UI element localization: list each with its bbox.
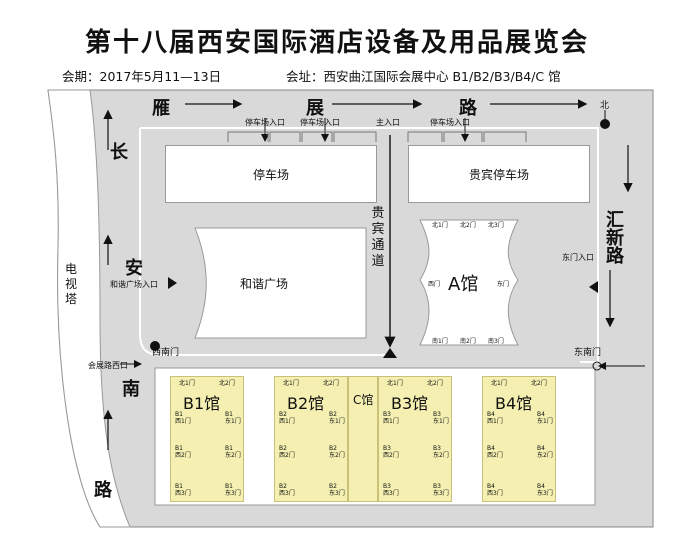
hall-door: 北2门 [427,380,443,387]
hall-a-door: 北1门 [432,222,448,229]
hall-door: B4 西3门 [487,483,503,497]
hall-b1: 北1门 北2门 B1馆 B1 西1门 B1 东1门 B1 西2门 B1 东2门 … [170,376,244,502]
vip-parking-lot: 贵宾停车场 [408,145,590,203]
hall-door: B2 西3门 [279,483,295,497]
hall-door: B1 西1门 [175,411,191,425]
hall-door: B2 西2门 [279,445,295,459]
north-label: 北 [600,101,610,111]
road-left-char-4: 路 [94,480,112,501]
hall-door: B3 西2门 [383,445,399,459]
hall-a-door: 东门 [497,281,510,288]
plaza-label: 和谐广场 [240,277,289,291]
hall-a-door: 北2门 [460,222,476,229]
vip-channel-char: 宾 [371,222,385,237]
hall-door: 北1门 [283,380,299,387]
exhibition-venue: 会址：西安曲江国际会展中心 B1/B2/B3/B4/C 馆 [286,69,561,84]
vip-channel-char: 贵 [371,206,385,221]
hall-door: B1 东3门 [225,483,241,497]
vip-channel-char: 通 [371,238,385,253]
hall-door: 北2门 [219,380,235,387]
hall-a-door: 西门 [428,281,441,288]
hall-door: B2 东1门 [329,411,345,425]
hall-b3: 北1门 北2门 B3馆 B3 西1门 B3 东1门 B3 西2门 B3 东2门 … [378,376,452,502]
tv-tower-char: 电 [64,262,77,276]
hall-door: B2 西1门 [279,411,295,425]
hall-a-door: 南3门 [488,338,504,345]
road-left-char-1: 长 [110,142,128,163]
road-right-char-3: 路 [606,246,624,267]
parking-lot: 停车场 [165,145,377,203]
hall-a-door: 南2门 [460,338,476,345]
parking-entrance-label: 停车场入口 [300,118,340,127]
hall-door: 北1门 [387,380,403,387]
hall-door: 北2门 [531,380,547,387]
road-top-char-3: 路 [459,98,477,119]
tv-tower-char: 视 [64,277,77,291]
hall-door: B2 东3门 [329,483,345,497]
hall-door: B3 东3门 [433,483,449,497]
inner-road-line [140,127,599,363]
road-top-char-2: 展 [306,98,324,119]
hall-door: 北1门 [491,380,507,387]
hall-door: 北1门 [179,380,195,387]
hall-door: B1 西2门 [175,445,191,459]
hall-door: 北2门 [323,380,339,387]
west-south-gate-marker [150,341,160,351]
hall-name: B3馆 [391,394,429,413]
hall-b2: 北1门 北2门 B2馆 B2 西1门 B2 东1门 B2 西2门 B2 东2门 … [274,376,348,502]
hall-a-door: 北3门 [488,222,504,229]
hall-a-door: 南1门 [432,338,448,345]
hall-door: B1 东2门 [225,445,241,459]
exhibition-dates: 会期：2017年5月11—13日 [62,69,222,84]
plaza-shape [194,227,367,339]
hall-name: B2馆 [287,394,325,413]
hall-door: B3 西3门 [383,483,399,497]
parking-label: 停车场 [252,167,289,182]
vip-channel-end-marker [383,348,397,358]
parking-entrance-label: 停车场入口 [430,118,470,127]
east-entrance-marker [589,281,598,293]
hall-door: B2 东2门 [329,445,345,459]
hall-c: C馆 [348,376,378,502]
road-right-char-1: 汇 [606,210,624,231]
plaza-entrance-label: 和谐广场入口 [110,280,158,289]
hall-door: B1 西3门 [175,483,191,497]
hall-door: B4 东3门 [537,483,553,497]
center-west-entrance-label: 会展路西口 [88,361,128,370]
hall-door: B4 东1门 [537,411,553,425]
vip-channel-char: 道 [371,254,385,269]
road-top-char-1: 雁 [152,98,170,119]
hall-a-name: A馆 [448,274,479,295]
tv-tower-label: 电 视 塔 [64,262,78,307]
hall-door: B3 东2门 [433,445,449,459]
north-marker [600,119,610,129]
hall-name: C馆 [353,393,374,407]
hall-door: B3 西1门 [383,411,399,425]
vip-parking-label: 贵宾停车场 [468,167,529,182]
hall-name: B1馆 [183,394,221,413]
main-entrance-label: 主入口 [376,118,400,127]
hall-door: B4 西1门 [487,411,503,425]
road-right-char-2: 新 [606,228,624,249]
hall-door: B3 东1门 [433,411,449,425]
hall-b4: 北1门 北2门 B4馆 B4 西1门 B4 东1门 B4 西2门 B4 东2门 … [482,376,556,502]
east-south-gate-label: 东南门 [574,348,602,358]
road-left-char-3: 南 [122,379,140,400]
west-south-gate-label: 西南门 [152,348,180,358]
east-south-gate-marker [592,361,602,371]
map-title: 第十八届西安国际酒店设备及用品展览会 [84,28,589,58]
hall-door: B1 东1门 [225,411,241,425]
hall-a-shape [419,219,519,346]
plaza-entrance-marker [168,277,177,289]
inner-road-line-left [139,128,385,356]
hall-name: B4馆 [495,394,533,413]
hall-door: B4 西2门 [487,445,503,459]
parking-entrance-label: 停车场入口 [245,118,285,127]
tv-tower-strip [47,89,131,528]
east-entrance-label: 东门入口 [562,253,594,262]
road-left-char-2: 安 [125,258,143,279]
vip-channel-label: 贵 宾 通 道 [371,206,385,270]
tv-tower-char: 塔 [64,292,77,306]
hall-door: B4 东2门 [537,445,553,459]
